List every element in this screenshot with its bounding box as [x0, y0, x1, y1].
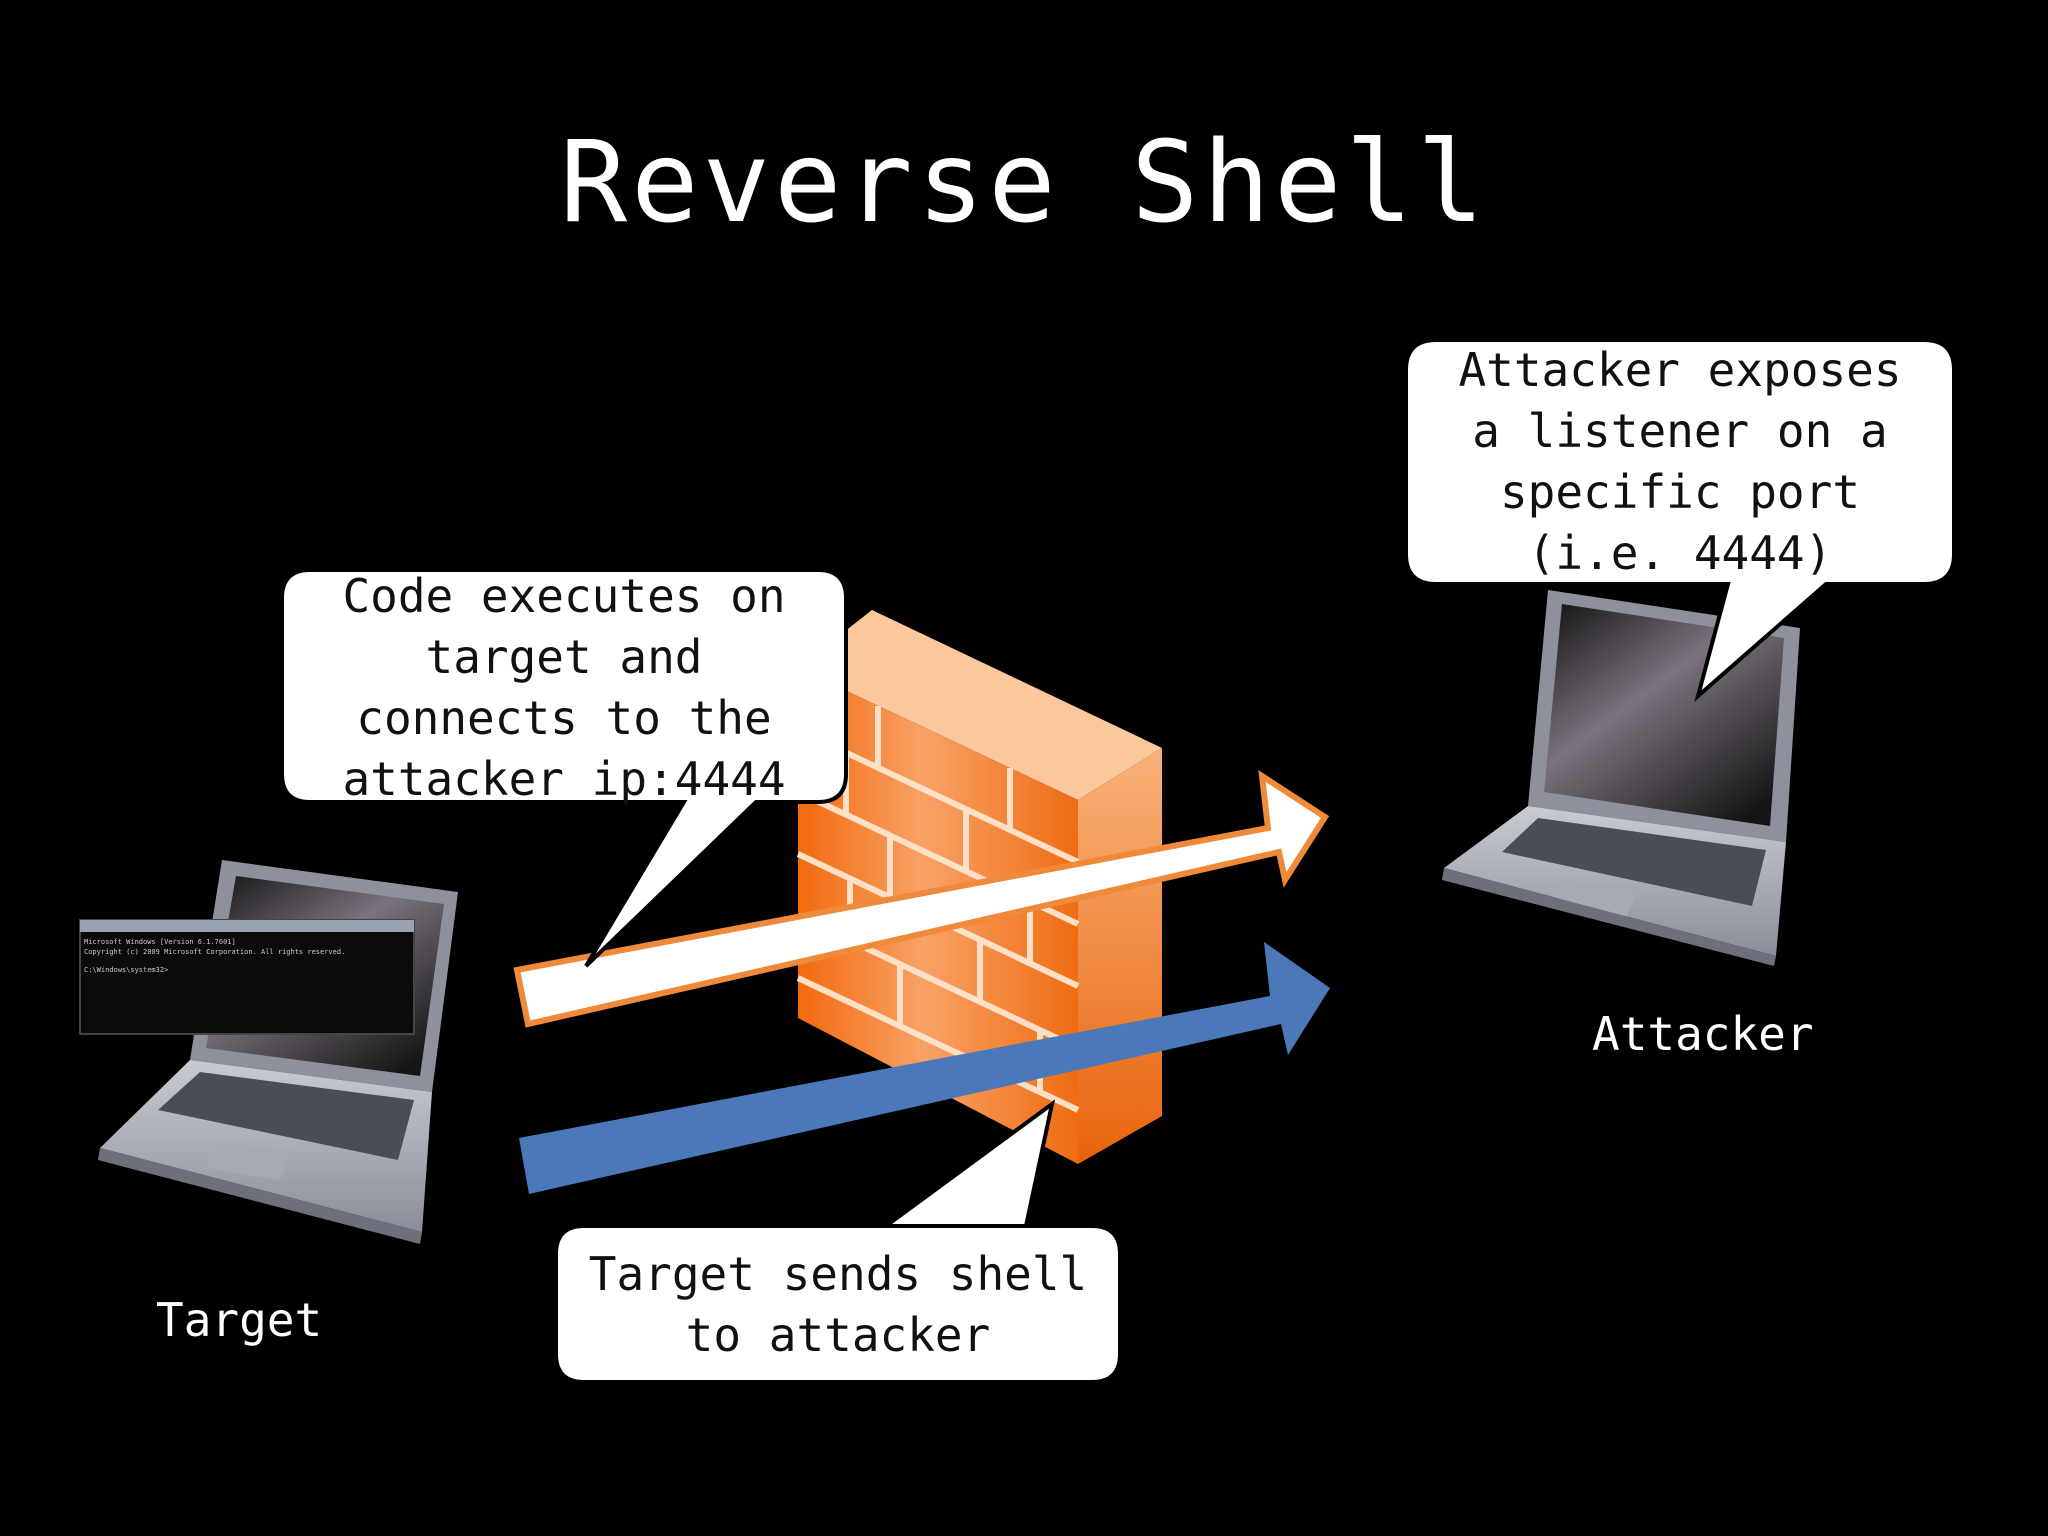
- page-title: Reverse Shell: [559, 118, 1489, 248]
- callout-attacker-listener-text: Attacker exposes a listener on a specifi…: [1406, 340, 1954, 584]
- attacker-label: Attacker: [1592, 1007, 1814, 1061]
- terminal-line-2: Copyright (c) 2009 Microsoft Corporation…: [84, 948, 346, 956]
- callout-code-executes: [280, 568, 848, 968]
- target-laptop-touchpad: [206, 1142, 292, 1180]
- callout-line: to attacker: [685, 1308, 991, 1362]
- callout-line: Attacker exposes: [1458, 343, 1902, 397]
- callout-line: specific port: [1499, 465, 1861, 519]
- connect-arrow: [513, 770, 1330, 1028]
- callout-line: connects to the: [356, 691, 772, 745]
- terminal-line-1: Microsoft Windows [Version 6.1.7601]: [84, 938, 236, 946]
- shell-arrow: [519, 942, 1330, 1194]
- target-laptop-front-edge: [98, 1148, 422, 1244]
- callout-line: attacker ip:4444: [342, 752, 786, 806]
- firewall-side: [1078, 748, 1162, 1164]
- target-label: Target: [156, 1293, 323, 1347]
- terminal-line-3: C:\Windows\system32>: [84, 966, 169, 974]
- callout-sends-shell-text: Target sends shell to attacker: [556, 1244, 1120, 1366]
- callout-attacker-listener: [1404, 338, 1956, 702]
- callout-line: a listener on a: [1472, 404, 1888, 458]
- firewall-top: [798, 610, 1162, 800]
- terminal-window: [79, 919, 415, 1035]
- callout-code-executes-text: Code executes on target and connects to …: [282, 566, 846, 810]
- attacker-laptop-front-edge: [1442, 868, 1776, 966]
- callout-line: Code executes on: [342, 569, 786, 623]
- attacker-laptop-keyboard: [1502, 818, 1766, 906]
- callout-line: Target sends shell: [588, 1247, 1088, 1301]
- callout-line: (i.e. 4444): [1527, 526, 1833, 580]
- callout-sends-shell: [554, 1099, 1122, 1384]
- target-laptop-keyboard: [158, 1072, 414, 1160]
- callout-line: target and: [425, 630, 703, 684]
- terminal-titlebar: [80, 920, 414, 932]
- target-laptop: [98, 860, 458, 1244]
